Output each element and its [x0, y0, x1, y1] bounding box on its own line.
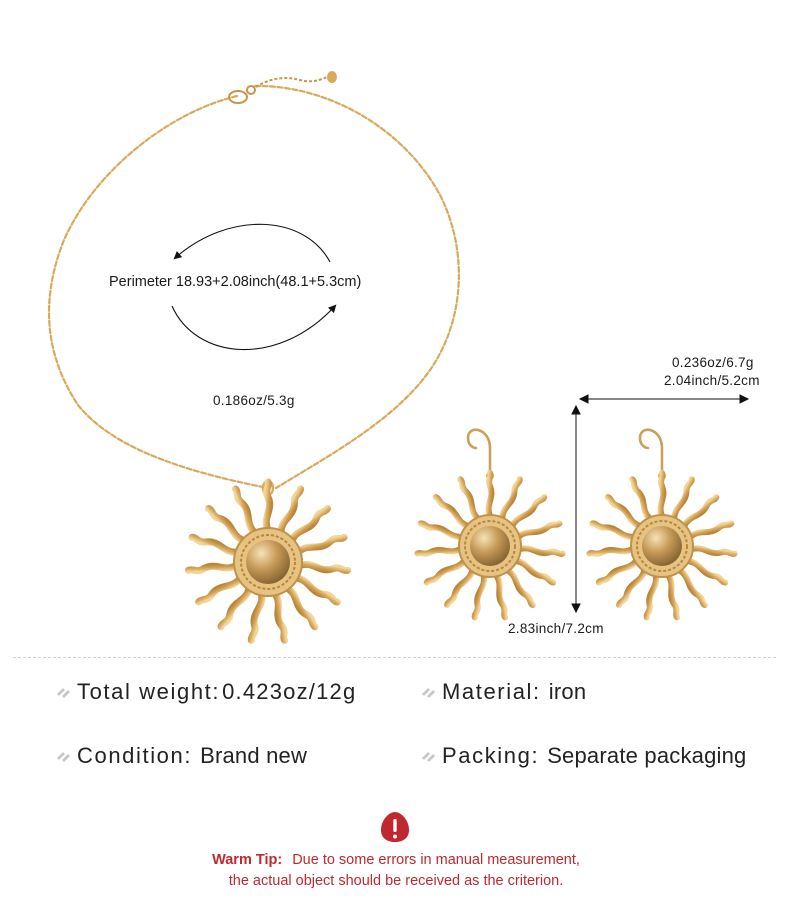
warning-icon: [381, 812, 409, 842]
spec-label: Total weight:: [77, 679, 221, 704]
spec-value: Separate packaging: [547, 743, 747, 768]
section-divider: [13, 657, 776, 658]
earring-height-label: 2.83inch/7.2cm: [508, 621, 604, 636]
spec-label: Condition:: [77, 743, 193, 768]
warm-tip-text-1: Due to some errors in manual measurement…: [292, 852, 580, 868]
bullet-icon: [422, 752, 435, 762]
earring-width-arrow: [578, 394, 750, 404]
spec-packing: Packing: Separate packaging: [420, 743, 747, 769]
earring-left: [414, 428, 566, 621]
spec-value: iron: [548, 679, 587, 704]
necklace-chain: [47, 84, 460, 490]
perimeter-arrows: [171, 223, 337, 351]
bullet-icon: [57, 752, 70, 762]
spec-value: 0.423oz/12g: [222, 679, 357, 704]
necklace-weight-label: 0.186oz/5.3g: [213, 393, 295, 408]
necklace-clasp: [228, 71, 337, 104]
earring-width-label: 2.04inch/5.2cm: [664, 373, 760, 388]
spec-material: Material: iron: [420, 679, 586, 705]
spec-condition: Condition: Brand new: [55, 743, 307, 769]
spec-label: Material:: [442, 679, 541, 704]
warm-tip-label: Warm Tip:: [212, 852, 283, 868]
spec-label: Packing:: [442, 743, 540, 768]
earring-right: [586, 428, 738, 621]
earring-weight-label: 0.236oz/6.7g: [672, 355, 754, 370]
necklace-sun-pendant: [184, 478, 352, 644]
warm-tip-line-2: the actual object should be received as …: [228, 873, 564, 889]
spec-value: Brand new: [200, 743, 308, 768]
bullet-icon: [422, 688, 435, 698]
warm-tip-line-1: Warm Tip: Due to some errors in manual me…: [0, 852, 792, 868]
spec-total-weight: Total weight: 0.423oz/12g: [55, 679, 356, 705]
necklace-perimeter-label: Perimeter 18.93+2.08inch(48.1+5.3cm): [109, 274, 362, 290]
bullet-icon: [57, 688, 70, 698]
earring-height-arrow: [571, 404, 581, 614]
